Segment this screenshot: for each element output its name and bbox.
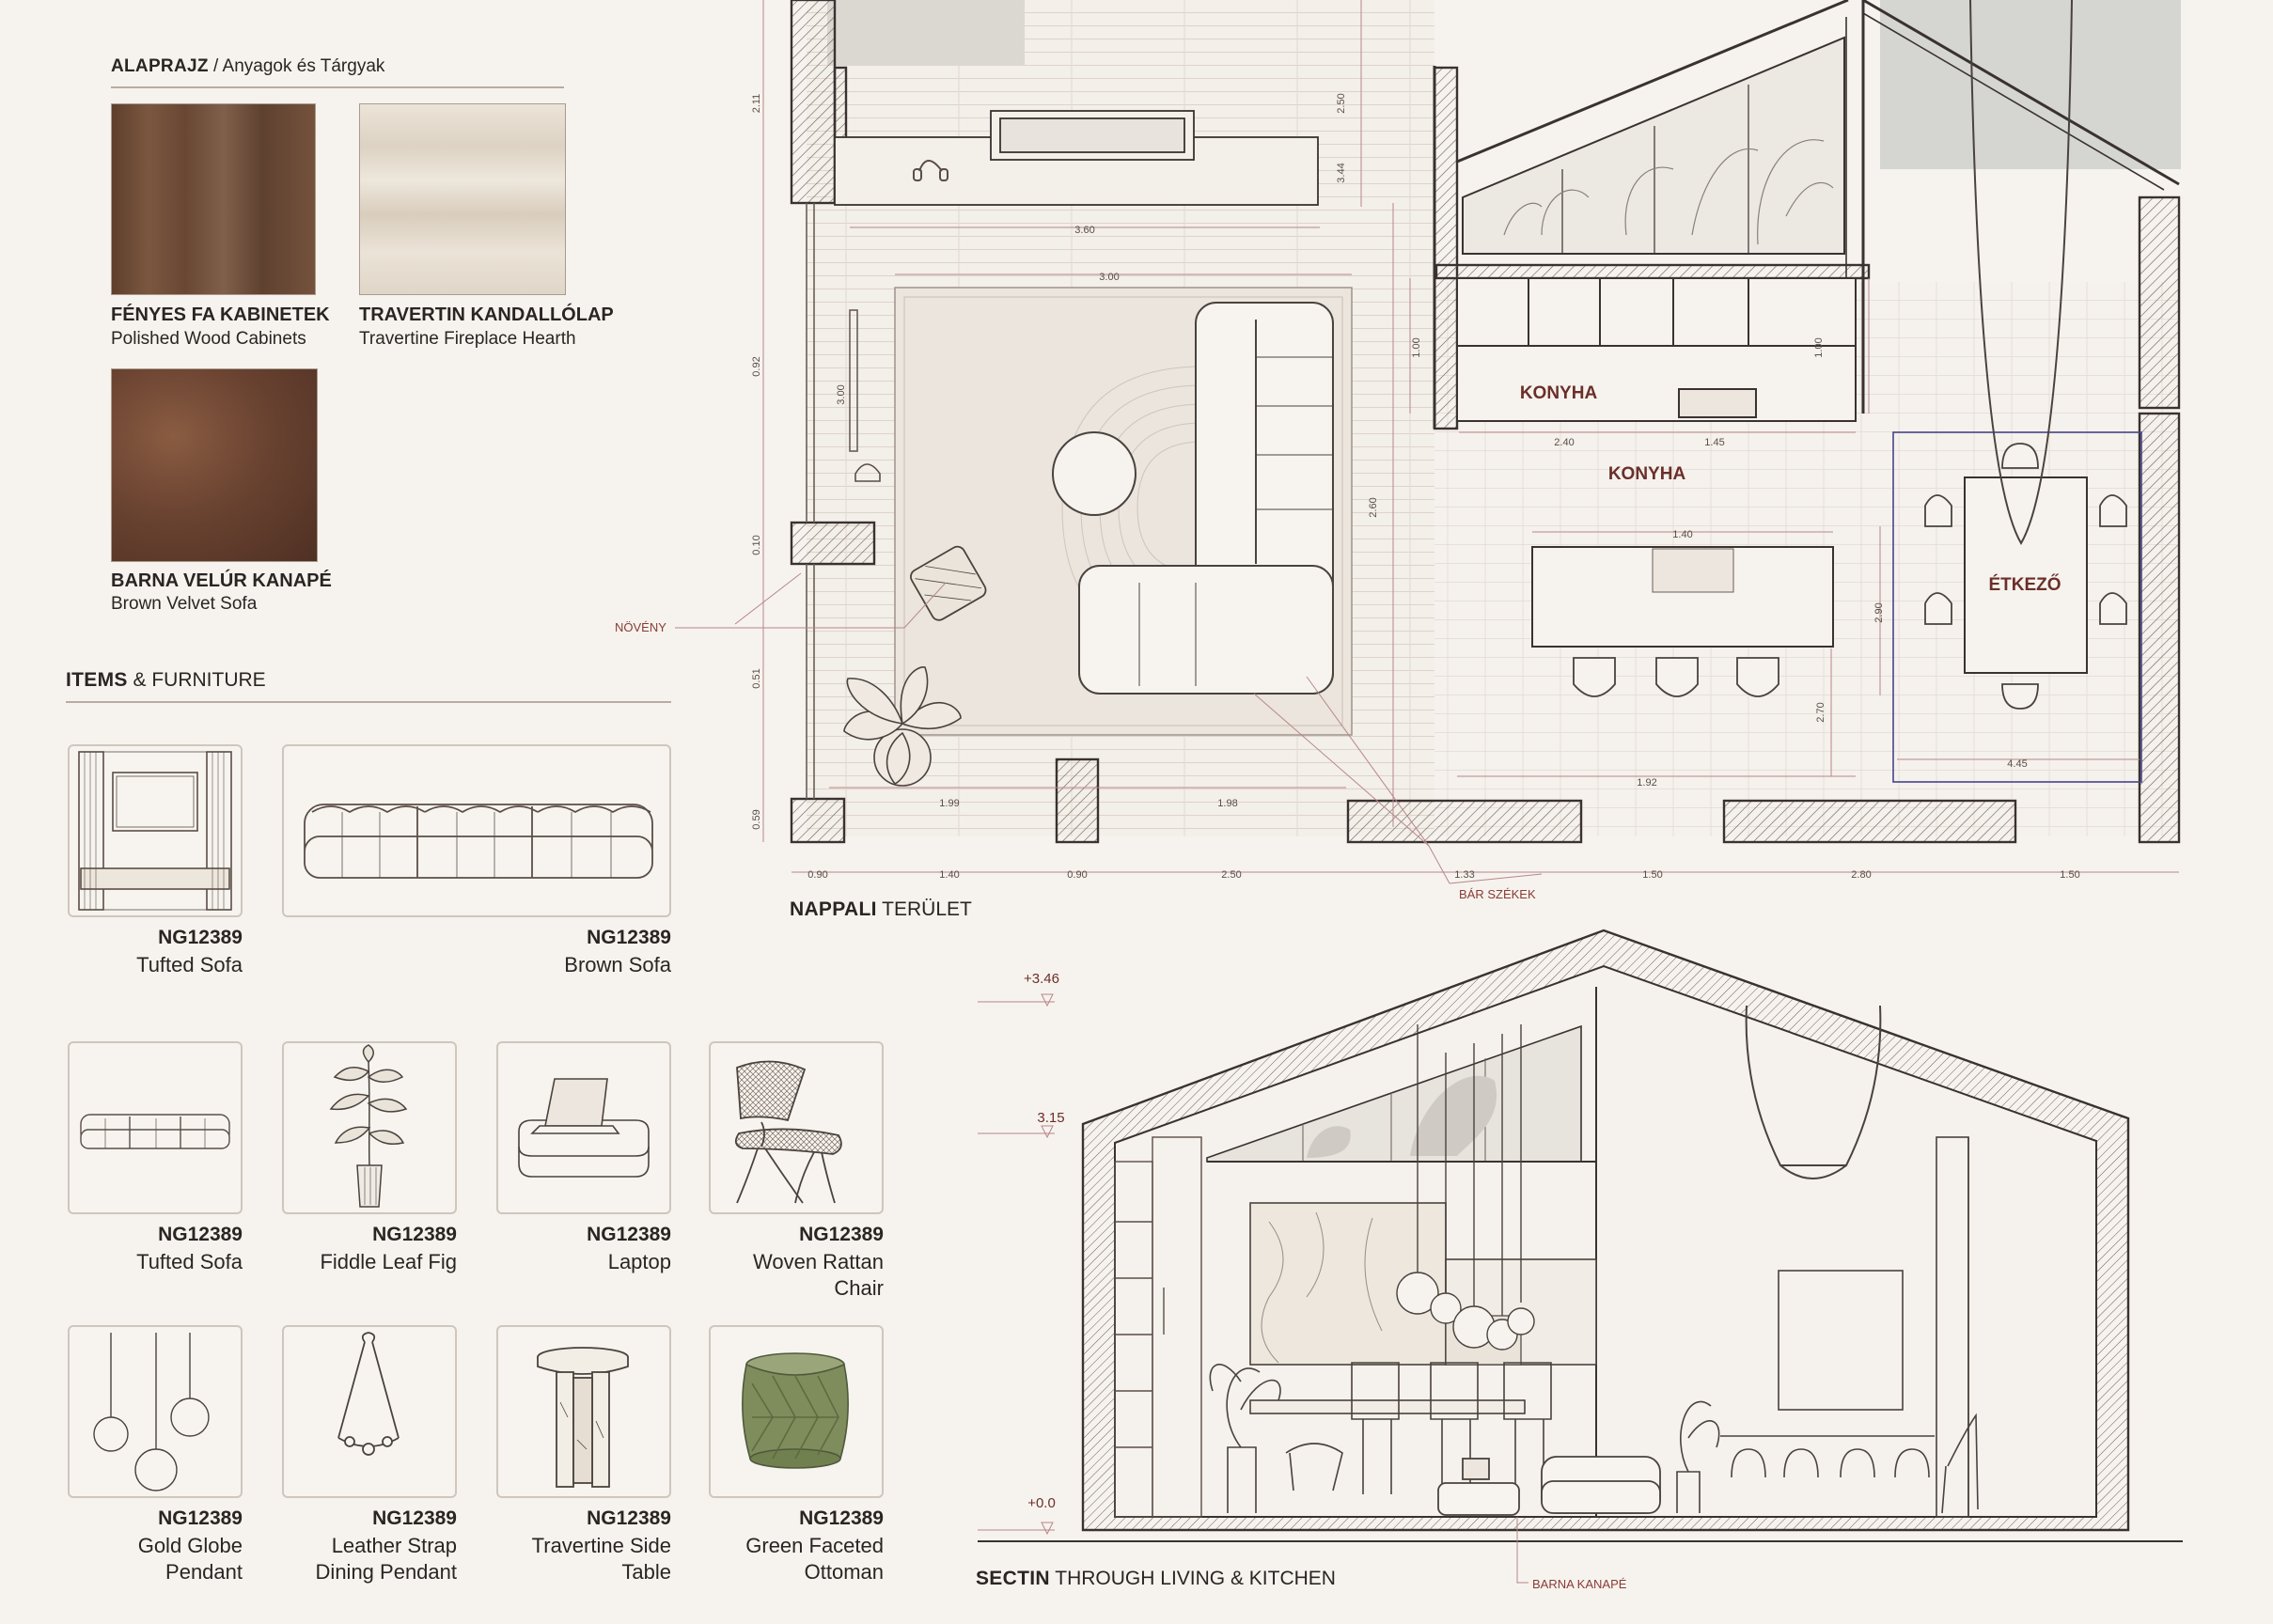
material-sub: Brown Velvet Sofa [111, 594, 258, 614]
dim: 0.59 [751, 809, 762, 829]
section-title: SECTIN THROUGH LIVING & KITCHEN [976, 1568, 1336, 1589]
item-code: NG12389 [587, 1224, 671, 1245]
dim: 2.60 [1368, 497, 1379, 517]
item-card[interactable] [282, 744, 671, 917]
dim: 0.10 [751, 535, 762, 554]
kitchen-label: KONYHA [1608, 464, 1686, 484]
item-card[interactable] [68, 1325, 243, 1498]
dim: 3.44 [1336, 163, 1347, 182]
furniture-heading: ITEMS & FURNITURE [66, 669, 266, 691]
dim: 0.92 [751, 356, 762, 376]
item-code: NG12389 [158, 1224, 243, 1245]
item-code: NG12389 [158, 927, 243, 948]
dim: 1.98 [1217, 798, 1237, 809]
dim: 3.60 [1074, 225, 1094, 236]
dim: 1.33 [1454, 869, 1474, 881]
item-card[interactable] [68, 1041, 243, 1214]
materials-rule [111, 86, 564, 88]
item-name: Travertine Side Table [531, 1534, 671, 1585]
wood-swatch [111, 103, 316, 295]
small-sofa-icon [80, 1114, 230, 1149]
item-code: NG12389 [587, 1507, 671, 1529]
item-name: Woven Rattan Chair [752, 1250, 884, 1301]
dim: 0.90 [807, 869, 827, 881]
level-mid: 3.15 [1037, 1110, 1064, 1126]
item-name: Tufted Sofa [136, 953, 243, 976]
section-callout: BARNA KANAPÉ [1532, 1577, 1627, 1591]
item-card[interactable] [709, 1041, 884, 1214]
furniture-rule [66, 701, 671, 703]
strap-pendant-icon [337, 1332, 400, 1456]
dim: 2.50 [1221, 869, 1241, 881]
item-name: Gold Globe Pendant [137, 1534, 243, 1585]
kitchen-top-label: KONYHA [1520, 383, 1598, 403]
dim: 1.40 [939, 869, 959, 881]
ottoman-icon [742, 1352, 849, 1469]
material-name: BARNA VELÚR KANAPÉ [111, 570, 332, 591]
potted-plant-icon [329, 1044, 408, 1208]
item-name: Green Faceted Ottoman [745, 1534, 884, 1585]
plan-title: NAPPALI TERÜLET [790, 898, 972, 920]
floor-plan: 0.90 1.40 0.90 2.50 1.33 1.50 2.80 1.50 … [615, 0, 2181, 901]
dim: 4.45 [2007, 758, 2027, 770]
velvet-swatch [111, 368, 318, 562]
dim: 1.00 [1813, 337, 1825, 357]
item-code: NG12389 [799, 1224, 884, 1245]
item-code: NG12389 [372, 1507, 457, 1529]
item-card[interactable] [496, 1041, 671, 1214]
dim: 2.11 [751, 94, 762, 114]
dim: 0.51 [751, 668, 762, 688]
item-code: NG12389 [799, 1507, 884, 1529]
item-name: Leather Strap Dining Pendant [315, 1534, 457, 1585]
item-code: NG12389 [587, 927, 671, 948]
item-name: Laptop [607, 1250, 671, 1273]
item-card[interactable] [282, 1041, 457, 1214]
item-card[interactable] [496, 1325, 671, 1498]
side-table-icon [537, 1347, 629, 1488]
rattan-chair-icon [734, 1060, 842, 1204]
item-card[interactable] [282, 1325, 457, 1498]
long-sofa-icon [304, 804, 653, 879]
dim: 2.80 [1851, 869, 1871, 881]
item-card[interactable] [68, 744, 243, 917]
dim: 3.00 [836, 384, 847, 404]
travertine-swatch [359, 103, 566, 295]
laptop-ottoman-icon [518, 1078, 650, 1178]
dim: 2.90 [1873, 602, 1885, 622]
section-drawing: +3.46 3.15 +0.0 BARNA KANAPÉ [978, 929, 2183, 1591]
globe-pendant-icon [93, 1333, 210, 1491]
dim: 0.90 [1067, 869, 1087, 881]
dim: 1.45 [1704, 437, 1724, 448]
level-ground: +0.0 [1027, 1495, 1056, 1511]
dim: 1.50 [2060, 869, 2079, 881]
dim: 1.92 [1637, 777, 1656, 789]
level-top: +3.46 [1024, 971, 1059, 987]
materials-heading: ALAPRAJZ / Anyagok és Tárgyak [111, 56, 385, 76]
material-name: TRAVERTIN KANDALLÓLAP [359, 304, 614, 325]
item-name: Brown Sofa [564, 953, 671, 976]
material-sub: Polished Wood Cabinets [111, 329, 306, 349]
dim: 2.70 [1815, 702, 1826, 722]
dim: 1.40 [1672, 529, 1692, 540]
item-card[interactable] [709, 1325, 884, 1498]
plant-label: NÖVÉNY [615, 620, 666, 634]
item-name: Fiddle Leaf Fig [320, 1250, 457, 1273]
plan-dimensions: 0.90 1.40 0.90 2.50 1.33 1.50 2.80 1.50 … [751, 93, 2080, 881]
media-wall-icon [78, 751, 232, 911]
dim: 1.99 [939, 798, 959, 809]
dining-label: ÉTKEZŐ [1988, 574, 2061, 595]
dim: 2.50 [1336, 93, 1347, 113]
item-code: NG12389 [372, 1224, 457, 1245]
item-name: Tufted Sofa [136, 1250, 243, 1273]
item-code: NG12389 [158, 1507, 243, 1529]
dim: 3.00 [1099, 272, 1119, 283]
material-name: FÉNYES FA KABINETEK [111, 304, 330, 325]
material-sub: Travertine Fireplace Hearth [359, 329, 576, 349]
dim: 2.40 [1554, 437, 1574, 448]
bar-stools-label: BÁR SZÉKEK [1459, 887, 1536, 901]
dim: 1.00 [1411, 337, 1422, 357]
dim: 1.50 [1642, 869, 1662, 881]
